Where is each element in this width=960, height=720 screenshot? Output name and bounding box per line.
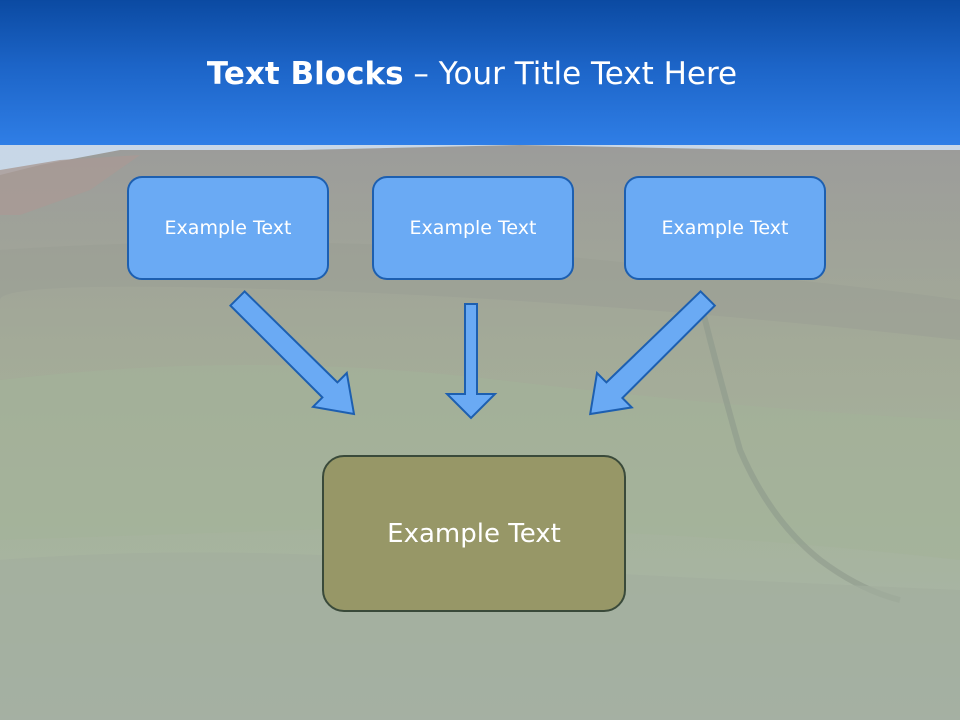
text-block-2[interactable]: Example Text [372, 176, 574, 280]
text-block-1[interactable]: Example Text [127, 176, 329, 280]
arrow-center-down [444, 303, 498, 420]
target-text-block-label: Example Text [387, 518, 561, 549]
arrow-right-diagonal [588, 289, 717, 416]
text-block-3-label: Example Text [661, 217, 789, 239]
target-text-block[interactable]: Example Text [322, 455, 626, 612]
text-block-1-label: Example Text [164, 217, 292, 239]
slide-title: Text Blocks – Your Title Text Here [0, 52, 944, 96]
text-block-2-label: Example Text [409, 217, 537, 239]
title-rest-text: – Your Title Text Here [403, 56, 738, 92]
arrow-left-diagonal [228, 289, 356, 416]
text-block-3[interactable]: Example Text [624, 176, 826, 280]
title-bar: Text Blocks – Your Title Text Here [0, 0, 960, 145]
title-bold-text: Text Blocks [206, 56, 404, 92]
